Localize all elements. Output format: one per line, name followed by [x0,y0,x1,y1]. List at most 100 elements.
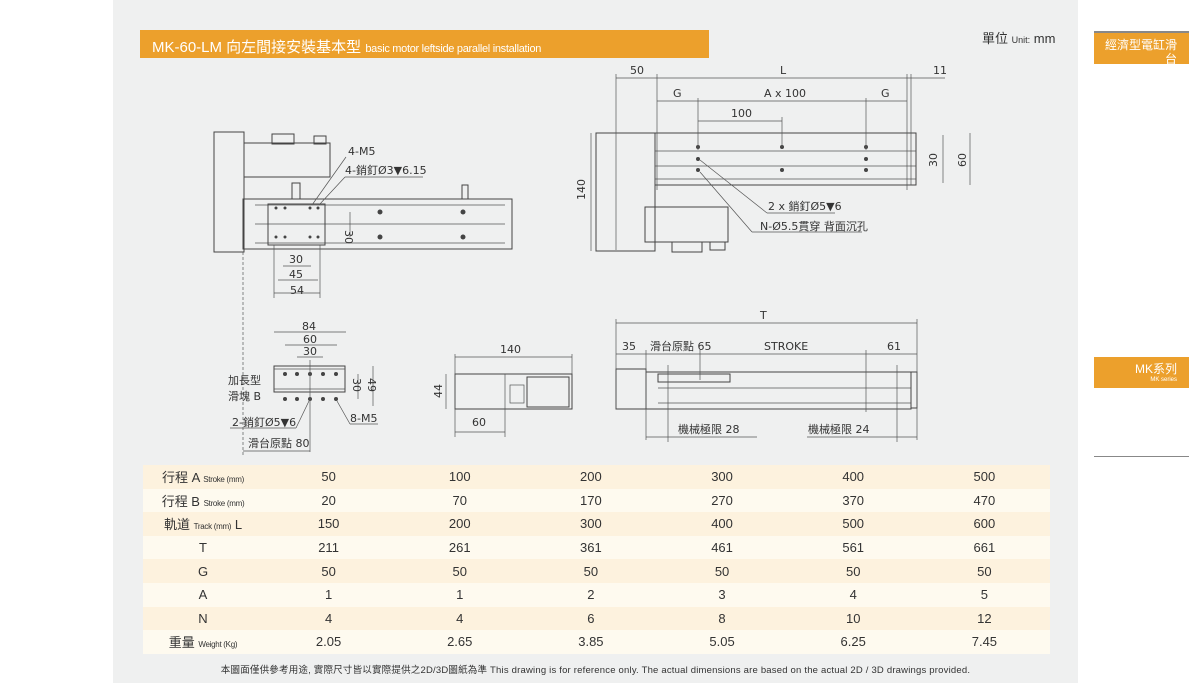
dim-G-right: G [881,87,890,100]
sidebar-item-mk-series[interactable]: MK系列 MK series [1094,357,1189,388]
table-cell: 2.05 [315,634,342,650]
label-holes: N-Ø5.5貫穿 背面沉孔 [760,219,868,233]
label-origin: 滑台原點 80 [248,436,310,450]
sidebar-item-label: MK系列 [1134,362,1177,376]
table-cell: 7.45 [971,634,998,650]
dim-140: 140 [575,179,588,200]
row-label-suffix: L [234,517,243,533]
top-view-left: 30 45 54 30 4-M5 4-銷釘Ø3▼6.15 [213,131,513,455]
dim-L: L [780,64,787,77]
table-cell: 1 [324,587,333,603]
dim-30: 30 [289,253,303,266]
table-cell: 400 [842,469,865,485]
row-label-text: 行程 A [162,470,200,486]
dim-v30: 30 [350,378,363,392]
table-cell: 370 [842,492,865,508]
table-cell: 170 [580,492,602,508]
sidebar-divider [1094,31,1189,33]
row-label-sub: Track (mm) [193,522,232,532]
dim-11: 11 [933,64,947,77]
table-cell: 20 [321,492,336,508]
table-cell: 261 [448,540,471,556]
table-cell: 3.85 [578,634,604,650]
table-cell: 1 [456,587,464,603]
table-cell: 50 [321,469,336,485]
row-label-sub: Stroke (mm) [203,498,245,508]
row-label-text: 行程 B [161,493,200,509]
row-label-sub: Stroke (mm) [203,475,244,485]
dim-50: 50 [630,64,644,77]
table-cell: 70 [452,492,467,508]
table-cell: 400 [711,516,733,532]
sidebar-divider [1094,456,1189,457]
top-view-right: 50 L 11 G A x 100 G 100 140 30 60 2 x 銷釘… [575,64,971,253]
row-label: 重量 Weight (Kg) [143,630,263,654]
dim-45: 45 [289,268,303,281]
row-label-text: 重量 [168,635,195,651]
table-cell: 50 [452,563,467,579]
table-cell: 500 [973,469,996,485]
table-cell: 12 [977,610,992,626]
table-cell: 50 [583,563,599,579]
slider-b-view: 84 60 30 30 49 加長型 滑塊 B 2-銷釘Ø5▼6 8-M5 滑台… [228,320,378,452]
spec-table: 行程 A Stroke (mm) 50 100 200 300 400 500 行程 B St… [143,465,1050,654]
label-pin: 4-銷釘Ø3▼6.15 [345,163,427,177]
footer-note: 本圖面僅供參考用途, 實際尺寸皆以實際提供之2D/3D圖紙為準 This dra… [220,665,971,676]
row-label-sub: Weight (Kg) [198,640,238,650]
label-pin: 2 x 銷釘Ø5▼6 [768,199,842,213]
unit-value: mm [1033,31,1056,46]
unit-label: 單位 Unit: mm [982,28,1055,47]
table-cell: 461 [711,540,733,556]
dim-35: 35 [622,340,636,353]
table-cell: 2 [587,587,595,603]
row-label-text: T [199,540,207,556]
table-cell: 600 [973,516,996,532]
dim-60: 60 [303,333,317,346]
section-header: MK-60-LM 向左間接安裝基本型 basic motor leftside … [140,30,709,58]
dim-60: 60 [956,153,969,167]
table-cell: 300 [580,516,602,532]
row-label: 軌道 Track (mm) L [143,512,263,536]
label-slider-b: 滑塊 B [228,390,261,403]
table-cell: 6 [587,610,595,626]
table-row: 行程 B Stroke (mm) 20 70 170 270 370 470 [143,488,1050,513]
table-cell: 211 [318,540,339,556]
table-cell: 10 [845,610,861,626]
table-cell: 4 [324,610,333,626]
table-cell: 8 [718,610,726,626]
table-cell: 361 [580,540,602,556]
label-pin: 2-銷釘Ø5▼6 [232,415,296,429]
table-cell: 200 [580,469,602,485]
table-cell: 300 [711,469,733,485]
unit-en: Unit: [1011,35,1031,45]
sidebar-item-economy[interactable]: 經濟型電缸滑台 Economy linear actuator [1094,33,1189,73]
table-row: 行程 A Stroke (mm) 50 100 200 300 400 500 [143,465,1050,489]
sidebar-item-sub: MK series [1150,377,1177,383]
label-limit-24: 機械極限 24 [808,422,870,436]
row-label: A [143,583,263,607]
dim-140: 140 [500,343,521,356]
unit-zh: 單位 [982,31,1009,46]
table-cell: 470 [973,492,996,508]
dim-61: 61 [887,340,901,353]
table-cell: 2.65 [447,634,473,650]
table-cell: 270 [711,492,733,508]
row-label: G [143,559,263,583]
label-m5: 8-M5 [350,412,377,425]
dim-84: 84 [302,320,316,333]
table-cell: 200 [448,516,471,532]
label-stroke: STROKE [764,340,808,353]
table-cell: 100 [448,469,471,485]
row-label-text: 軌道 [163,517,190,533]
table-cell: 3 [718,587,726,603]
table-cell: 50 [321,563,336,579]
table-cell: 50 [845,563,861,579]
table-cell: 50 [977,563,992,579]
row-label: T [143,536,263,560]
dim-30: 30 [927,153,940,167]
dim-54: 54 [290,284,304,297]
